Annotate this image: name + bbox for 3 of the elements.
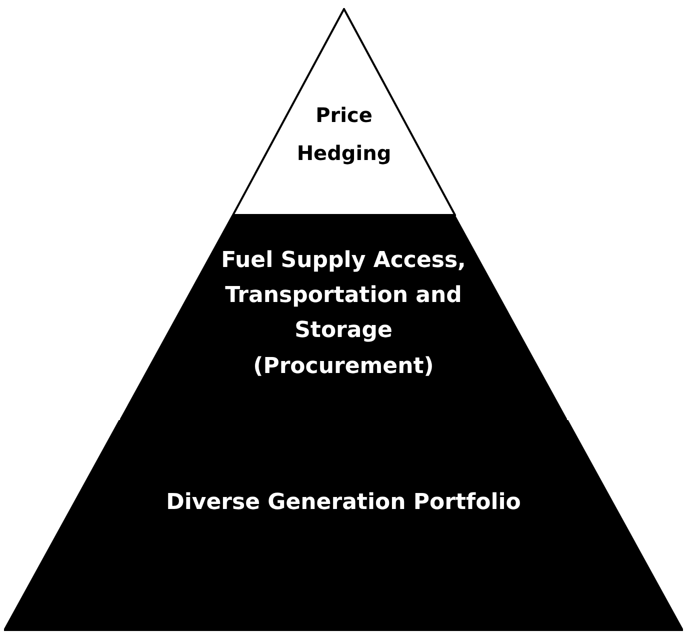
tier-label: Price Hedging xyxy=(296,102,392,167)
tier-label: Fuel Supply Access, Transportation and Storage (Procurement) xyxy=(220,247,467,381)
tier-label: Diverse Generation Portfolio xyxy=(165,489,522,517)
